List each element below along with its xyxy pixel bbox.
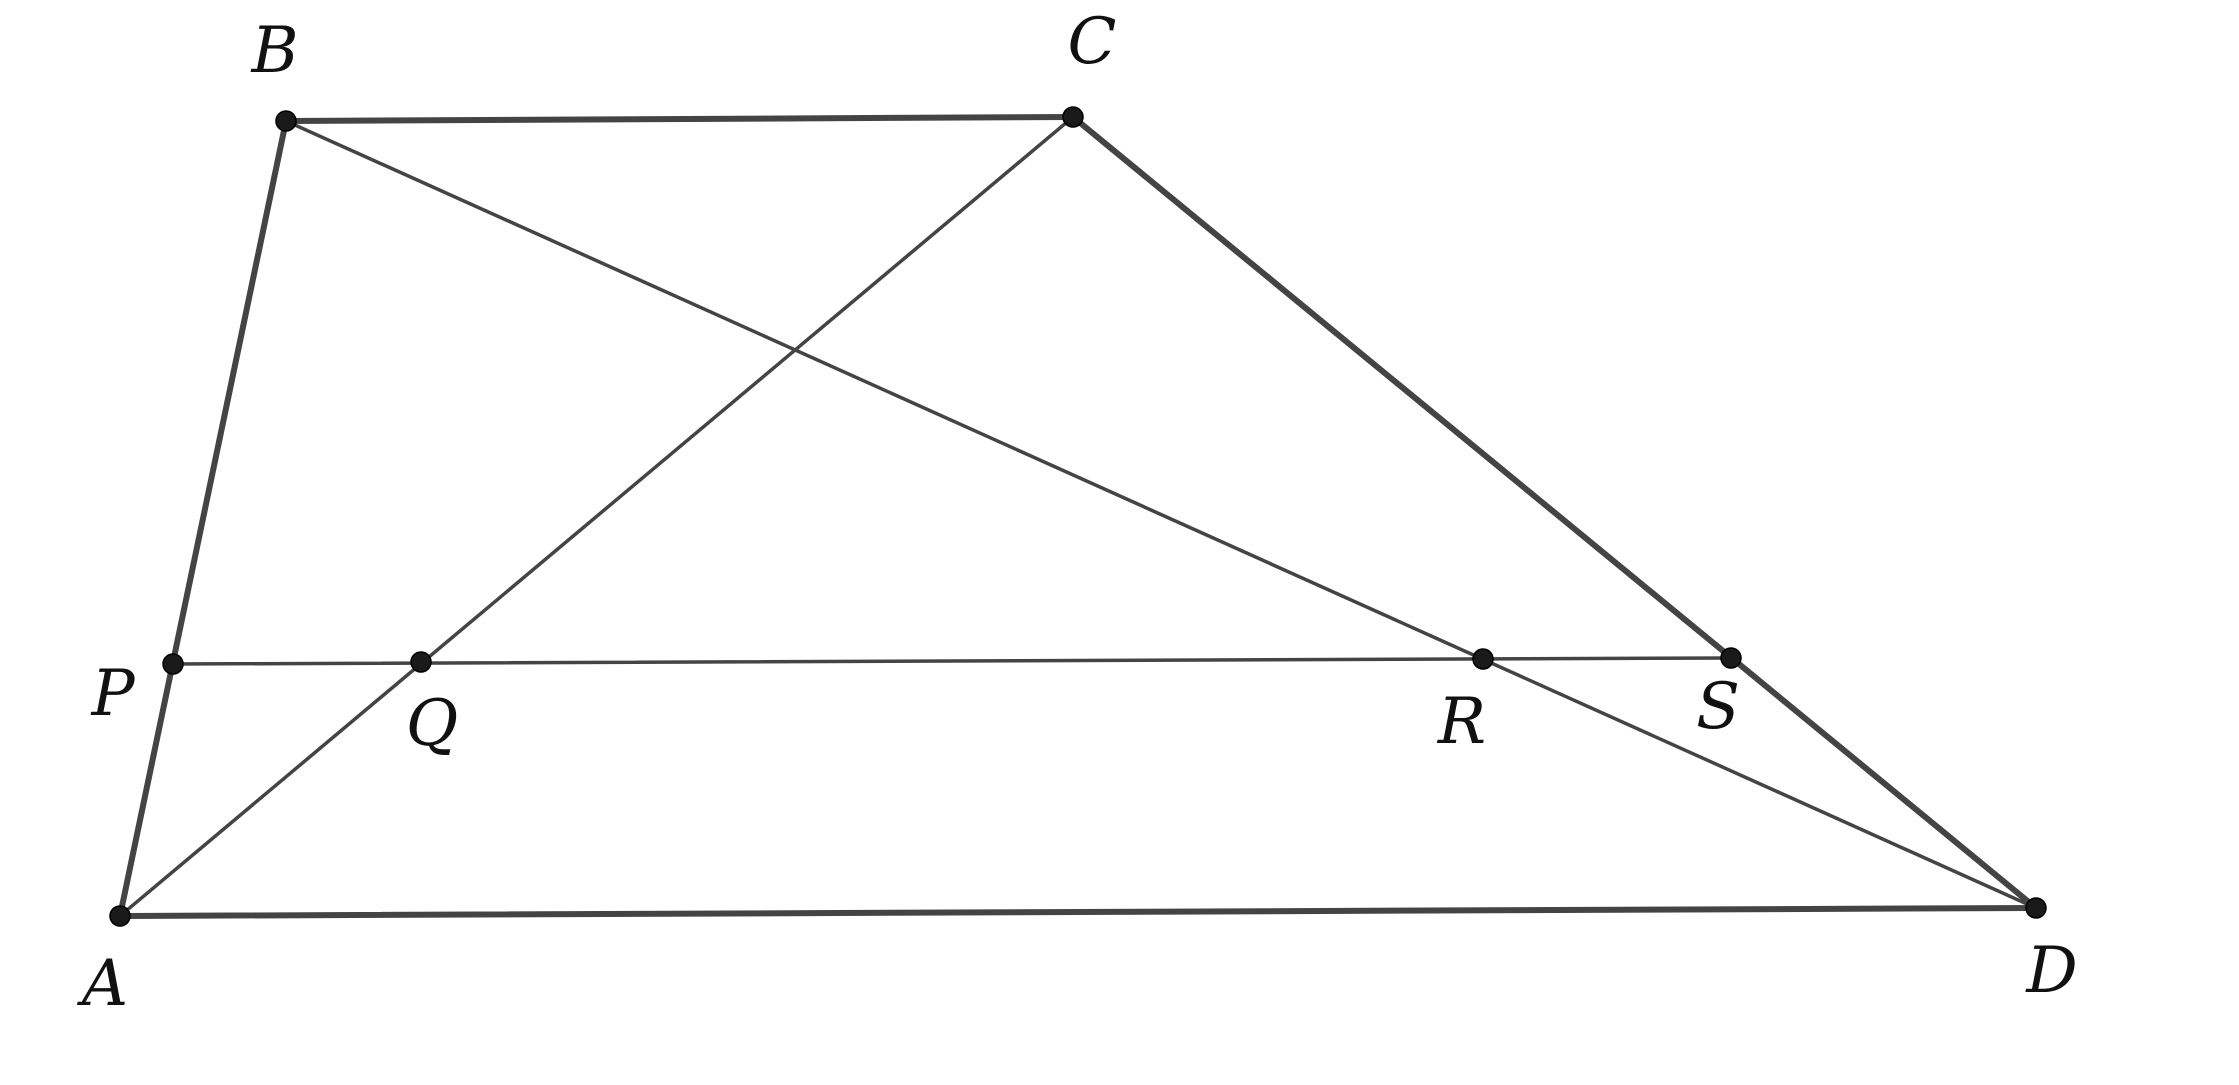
- segment-ac: [118, 115, 1075, 918]
- label-r: R: [1437, 685, 1486, 759]
- label-b: B: [250, 14, 298, 88]
- segment-ad: [117, 905, 2039, 919]
- segment-bd: [284, 119, 2038, 910]
- labels-group: A B C D P Q R S: [77, 5, 2078, 1021]
- label-s: S: [1696, 670, 1740, 744]
- segment-bc: [283, 114, 1076, 124]
- points-group: [109, 106, 2047, 927]
- point-b: [275, 110, 297, 132]
- segment-cd: [1070, 114, 2039, 911]
- point-r: [1472, 648, 1494, 670]
- point-c: [1062, 106, 1084, 128]
- point-q: [410, 651, 432, 673]
- label-a: A: [77, 947, 128, 1021]
- segment-ps: [171, 656, 1733, 666]
- point-p: [162, 653, 184, 675]
- label-p: P: [90, 657, 135, 731]
- segments-group: [117, 114, 2039, 919]
- point-s: [1720, 647, 1742, 669]
- label-c: C: [1068, 5, 1117, 79]
- segment-ab: [117, 118, 289, 919]
- point-a: [109, 905, 131, 927]
- label-d: D: [2025, 934, 2077, 1008]
- point-d: [2025, 897, 2047, 919]
- label-q: Q: [406, 687, 458, 761]
